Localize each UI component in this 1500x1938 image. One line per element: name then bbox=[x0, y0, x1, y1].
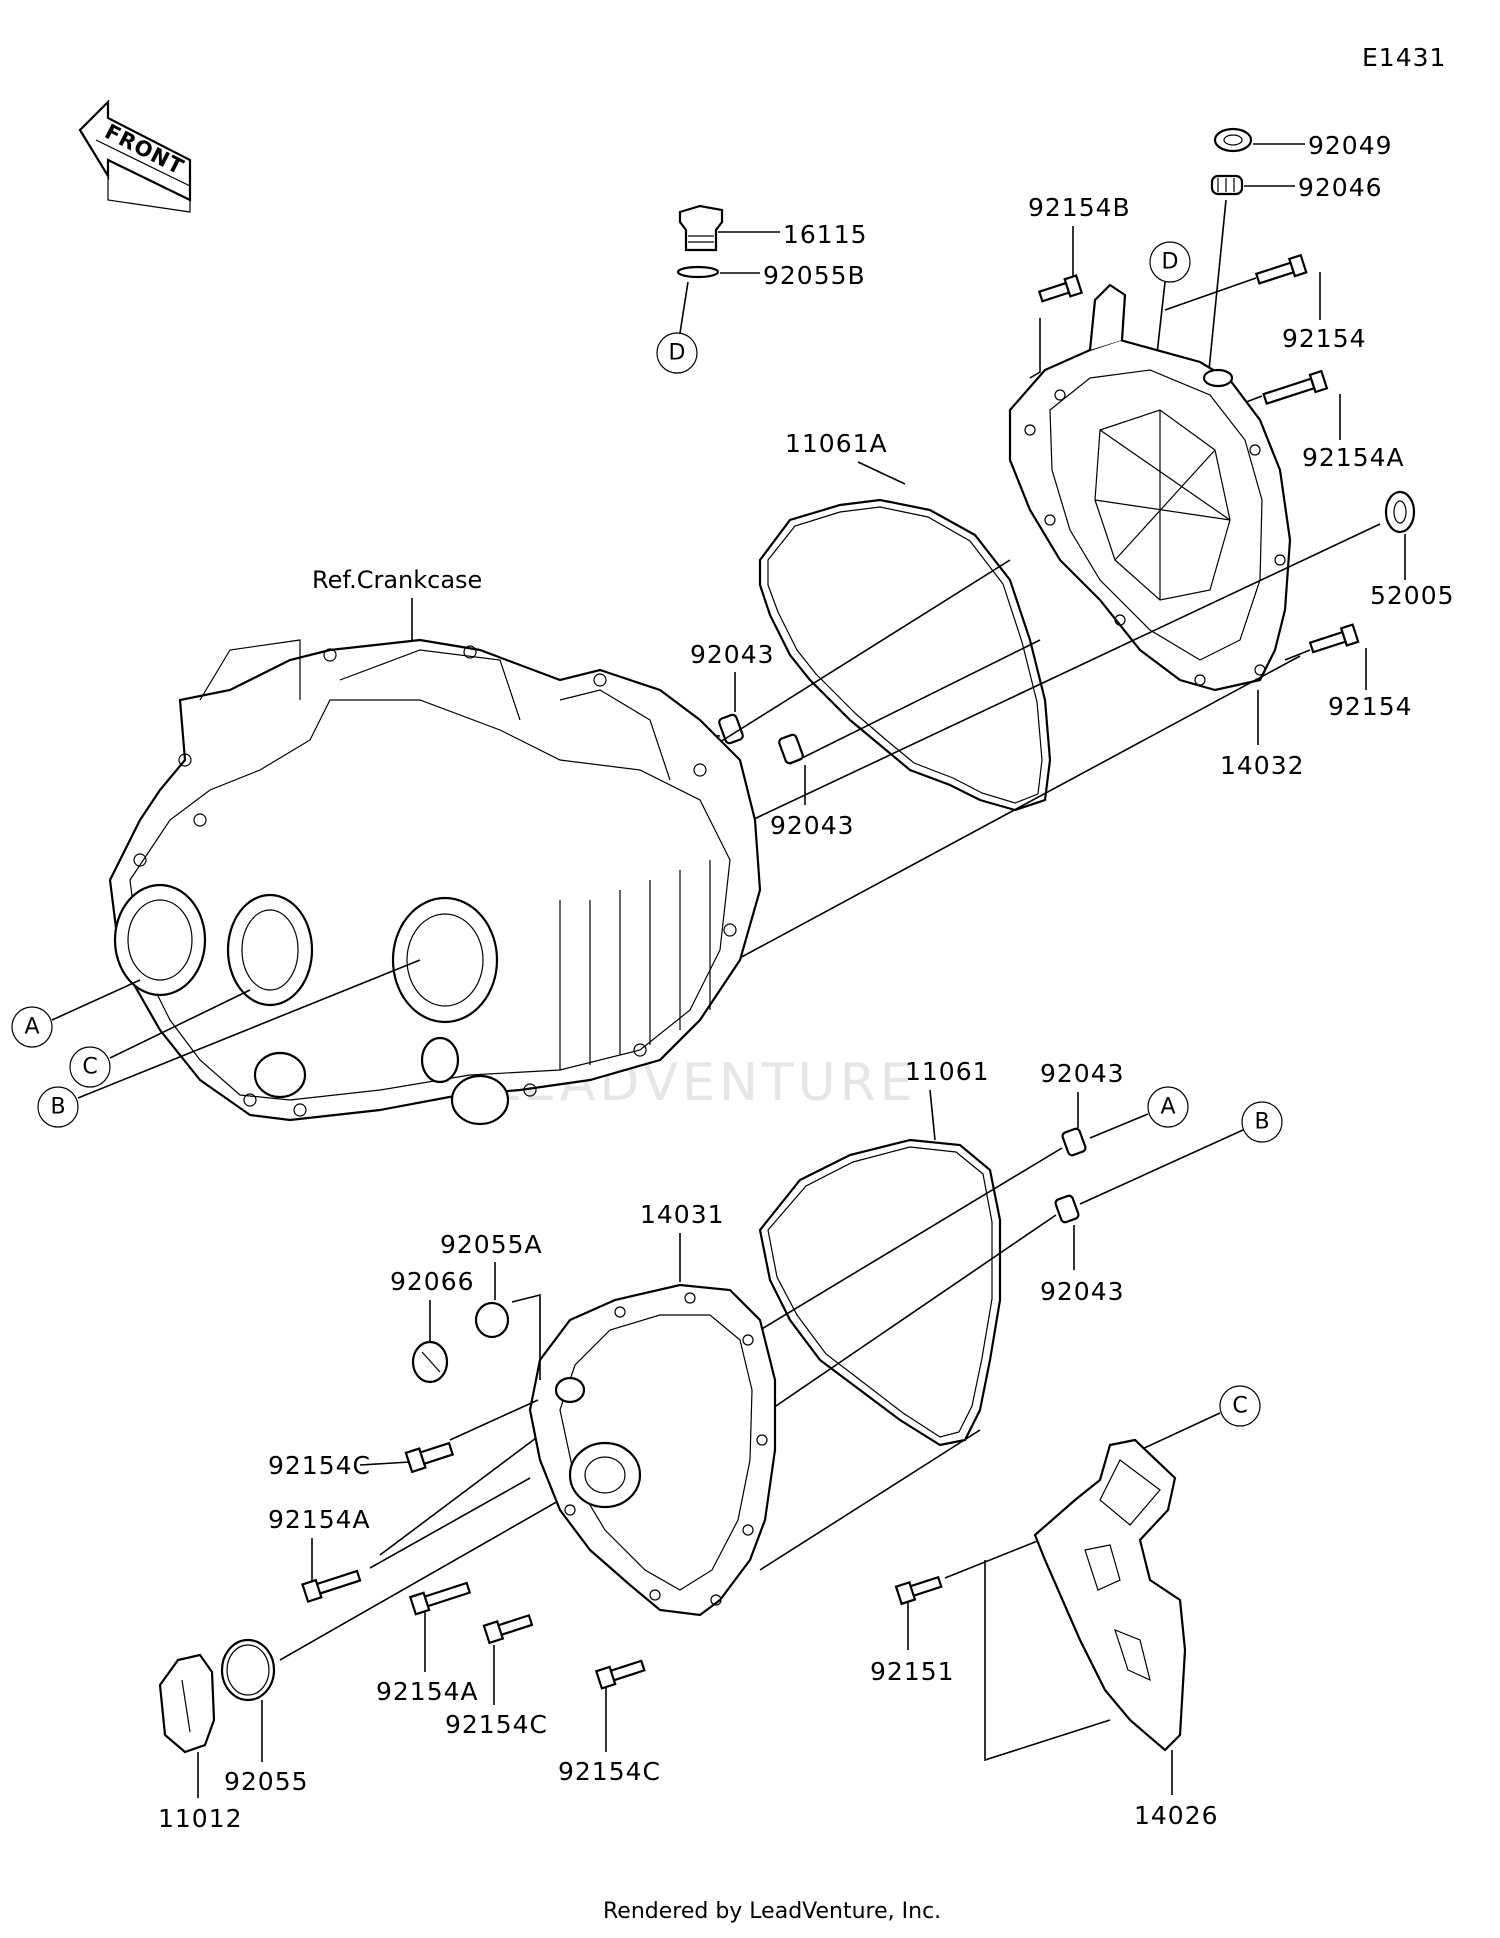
diagram-code: E1431 bbox=[1362, 43, 1446, 72]
label-16115: 16115 bbox=[783, 220, 868, 249]
bolt-92154C-c bbox=[594, 1659, 646, 1690]
gasket-11061A bbox=[758, 498, 1052, 812]
dowel-92043-c bbox=[1061, 1127, 1087, 1157]
callout-b-left-text: B bbox=[50, 1095, 65, 1120]
label-92154A-top: 92154A bbox=[1302, 443, 1405, 472]
gasket-11061 bbox=[758, 1138, 1002, 1447]
label-14032: 14032 bbox=[1220, 751, 1305, 780]
oil-seal-52005 bbox=[1384, 490, 1416, 534]
label-92154-mid: 92154 bbox=[1328, 692, 1413, 721]
cap-92066 bbox=[411, 1340, 449, 1384]
bolt-92154-mid bbox=[1308, 623, 1360, 654]
needle-bearing-92046 bbox=[1210, 174, 1244, 196]
callout-c-left bbox=[69, 1046, 111, 1088]
callout-c-right bbox=[1219, 1385, 1261, 1427]
label-11061A: 11061A bbox=[785, 429, 888, 458]
label-92046: 92046 bbox=[1298, 173, 1383, 202]
bolt-92154A-a bbox=[301, 1569, 362, 1603]
bolt-92154-top bbox=[1254, 253, 1308, 285]
bolt-92154C-b bbox=[482, 1613, 534, 1645]
generator-cover-14031 bbox=[528, 1283, 777, 1617]
bolt-92154A-b bbox=[408, 1581, 472, 1616]
label-92055: 92055 bbox=[224, 1767, 309, 1796]
o-ring-92055B bbox=[676, 265, 720, 279]
callout-d-right bbox=[1149, 241, 1191, 283]
callout-b-right-text: B bbox=[1254, 1110, 1269, 1135]
sprocket-cover-14026 bbox=[1033, 1438, 1187, 1752]
label-92154A-b: 92154A bbox=[376, 1677, 479, 1706]
label-92066: 92066 bbox=[390, 1267, 475, 1296]
label-92043-b: 92043 bbox=[770, 811, 855, 840]
clutch-cover-14032 bbox=[1008, 283, 1292, 692]
dowel-92043-d bbox=[1054, 1194, 1080, 1224]
o-ring-92055A bbox=[474, 1301, 510, 1339]
crankcase bbox=[108, 638, 762, 1126]
callout-a-right-text: A bbox=[1160, 1095, 1175, 1120]
label-92154B: 92154B bbox=[1028, 193, 1131, 222]
callout-c-left-text: C bbox=[82, 1055, 97, 1080]
callout-a-left-text: A bbox=[24, 1015, 39, 1040]
label-92043-a: 92043 bbox=[690, 640, 775, 669]
label-92154C-b: 92154C bbox=[445, 1710, 548, 1739]
label-92049: 92049 bbox=[1308, 131, 1393, 160]
cap-11012 bbox=[158, 1653, 216, 1754]
label-92154C-c: 92154C bbox=[558, 1757, 661, 1786]
bolt-92154B bbox=[1037, 274, 1084, 303]
reference-crankcase: Ref.Crankcase bbox=[312, 566, 482, 594]
callout-a-right bbox=[1147, 1086, 1189, 1128]
label-11012: 11012 bbox=[158, 1804, 243, 1833]
bolt-92151 bbox=[894, 1575, 943, 1606]
callout-c-right-text: C bbox=[1232, 1394, 1247, 1419]
credit-text: Rendered by LeadVenture, Inc. bbox=[603, 1899, 941, 1924]
callout-d-left-text: D bbox=[669, 341, 686, 366]
label-92154-top: 92154 bbox=[1282, 324, 1367, 353]
oil-seal-92049 bbox=[1213, 127, 1253, 153]
label-52005: 52005 bbox=[1370, 581, 1455, 610]
label-92154C-a: 92154C bbox=[268, 1451, 371, 1480]
callout-a-left bbox=[11, 1006, 53, 1048]
label-92055B: 92055B bbox=[763, 261, 866, 290]
label-92043-d: 92043 bbox=[1040, 1277, 1125, 1306]
label-14026: 14026 bbox=[1134, 1801, 1219, 1830]
label-92151: 92151 bbox=[870, 1657, 955, 1686]
callout-d-right-text: D bbox=[1162, 250, 1179, 275]
label-14031: 14031 bbox=[640, 1200, 725, 1229]
bolt-92154C-a bbox=[404, 1441, 455, 1474]
label-11061: 11061 bbox=[905, 1057, 990, 1086]
oil-filler-plug-16115 bbox=[678, 204, 724, 252]
dowel-92043-a bbox=[718, 713, 744, 745]
bolt-92154A-top bbox=[1262, 369, 1329, 406]
label-92043-c: 92043 bbox=[1040, 1059, 1125, 1088]
label-92055A: 92055A bbox=[440, 1230, 543, 1259]
callout-b-right bbox=[1241, 1101, 1283, 1143]
label-92154A-a: 92154A bbox=[268, 1505, 371, 1534]
callout-b-left bbox=[37, 1086, 79, 1128]
callout-d-left bbox=[656, 332, 698, 374]
o-ring-92055 bbox=[220, 1638, 276, 1702]
front-arrow-icon: FRONT bbox=[78, 99, 192, 213]
